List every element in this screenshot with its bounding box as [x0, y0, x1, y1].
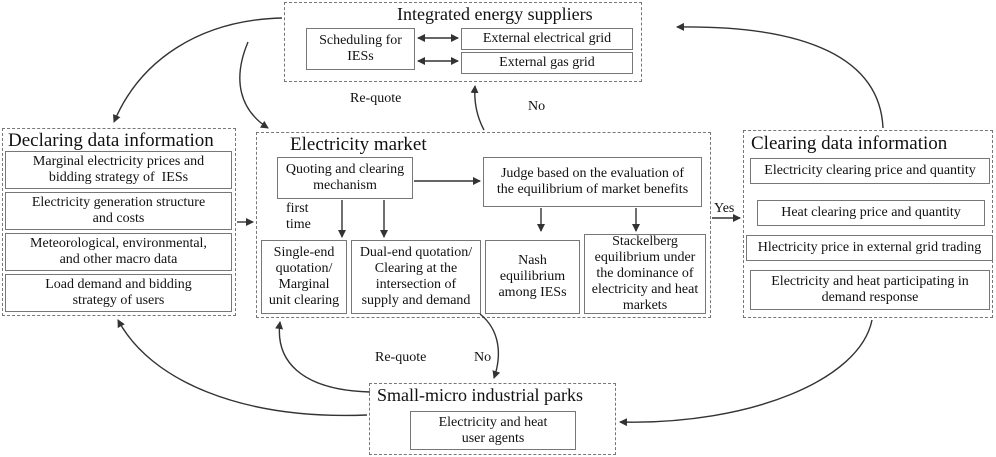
clearing-title: Clearing data information [751, 133, 948, 154]
declaring-title: Declaring data information [8, 130, 214, 151]
stackelberg-box[interactable]: Stackelberg equilibrium under the domina… [584, 234, 706, 314]
declaring-item[interactable]: Load demand and bidding strategy of user… [5, 274, 232, 312]
parks-title: Small-micro industrial parks [377, 385, 583, 405]
first-time-label: first time [286, 201, 311, 232]
nash-box[interactable]: Nash equilibrium among IESs [485, 240, 580, 314]
clearing-item[interactable]: Heat clearing price and quantity [757, 200, 985, 226]
requote-bottom-label: Re-quote [375, 350, 427, 365]
dual-end-box[interactable]: Dual-end quotation/ Clearing at the inte… [351, 240, 481, 314]
electrical-grid-box[interactable]: External electrical grid [461, 28, 633, 50]
arrow-no-top [470, 85, 485, 131]
gas-grid-label: External gas grid [499, 55, 595, 71]
arrow-clearing-to-parks [619, 319, 873, 427]
no-bottom-label: No [474, 350, 492, 365]
arrow-clearing-to-suppliers [676, 22, 884, 129]
clearing-item[interactable]: Electricity clearing price and quantity [750, 158, 990, 184]
declaring-item[interactable]: Meteorological, environmental, and other… [5, 233, 232, 271]
market-title: Electricity market [290, 134, 427, 155]
scheduling-label: Scheduling for IESs [319, 33, 402, 64]
declaring-item[interactable]: Electricity generation structure and cos… [5, 192, 232, 230]
no-top-label: No [528, 99, 546, 114]
suppliers-title: Integrated energy suppliers [397, 4, 593, 24]
single-end-box[interactable]: Single-end quotation/ Marginal unit clea… [261, 240, 347, 314]
clearing-item[interactable]: Electricity and heat participating in de… [750, 270, 990, 310]
clearing-item[interactable]: Hlectricity price in external grid tradi… [746, 235, 993, 261]
scheduling-box[interactable]: Scheduling for IESs [306, 28, 415, 70]
requote-top-label: Re-quote [350, 91, 402, 106]
gas-grid-box[interactable]: External gas grid [461, 52, 633, 74]
arrow-suppliers-to-declaring [113, 17, 283, 123]
arrow-requote-bottom [275, 321, 371, 393]
quoting-box[interactable]: Quoting and clearing mechanism [277, 157, 413, 199]
yes-label: Yes [714, 201, 735, 216]
declaring-item[interactable]: Marginal electricity prices and bidding … [5, 151, 232, 189]
arrow-parks-to-declaring [117, 319, 368, 417]
electrical-grid-label: External electrical grid [482, 31, 612, 47]
arrow-no-bottom [479, 313, 501, 379]
judge-box[interactable]: Judge based on the evaluation of the equ… [483, 157, 702, 207]
agents-box[interactable]: Electricity and heat user agents [410, 411, 576, 450]
arrow-requote-top [239, 41, 269, 129]
